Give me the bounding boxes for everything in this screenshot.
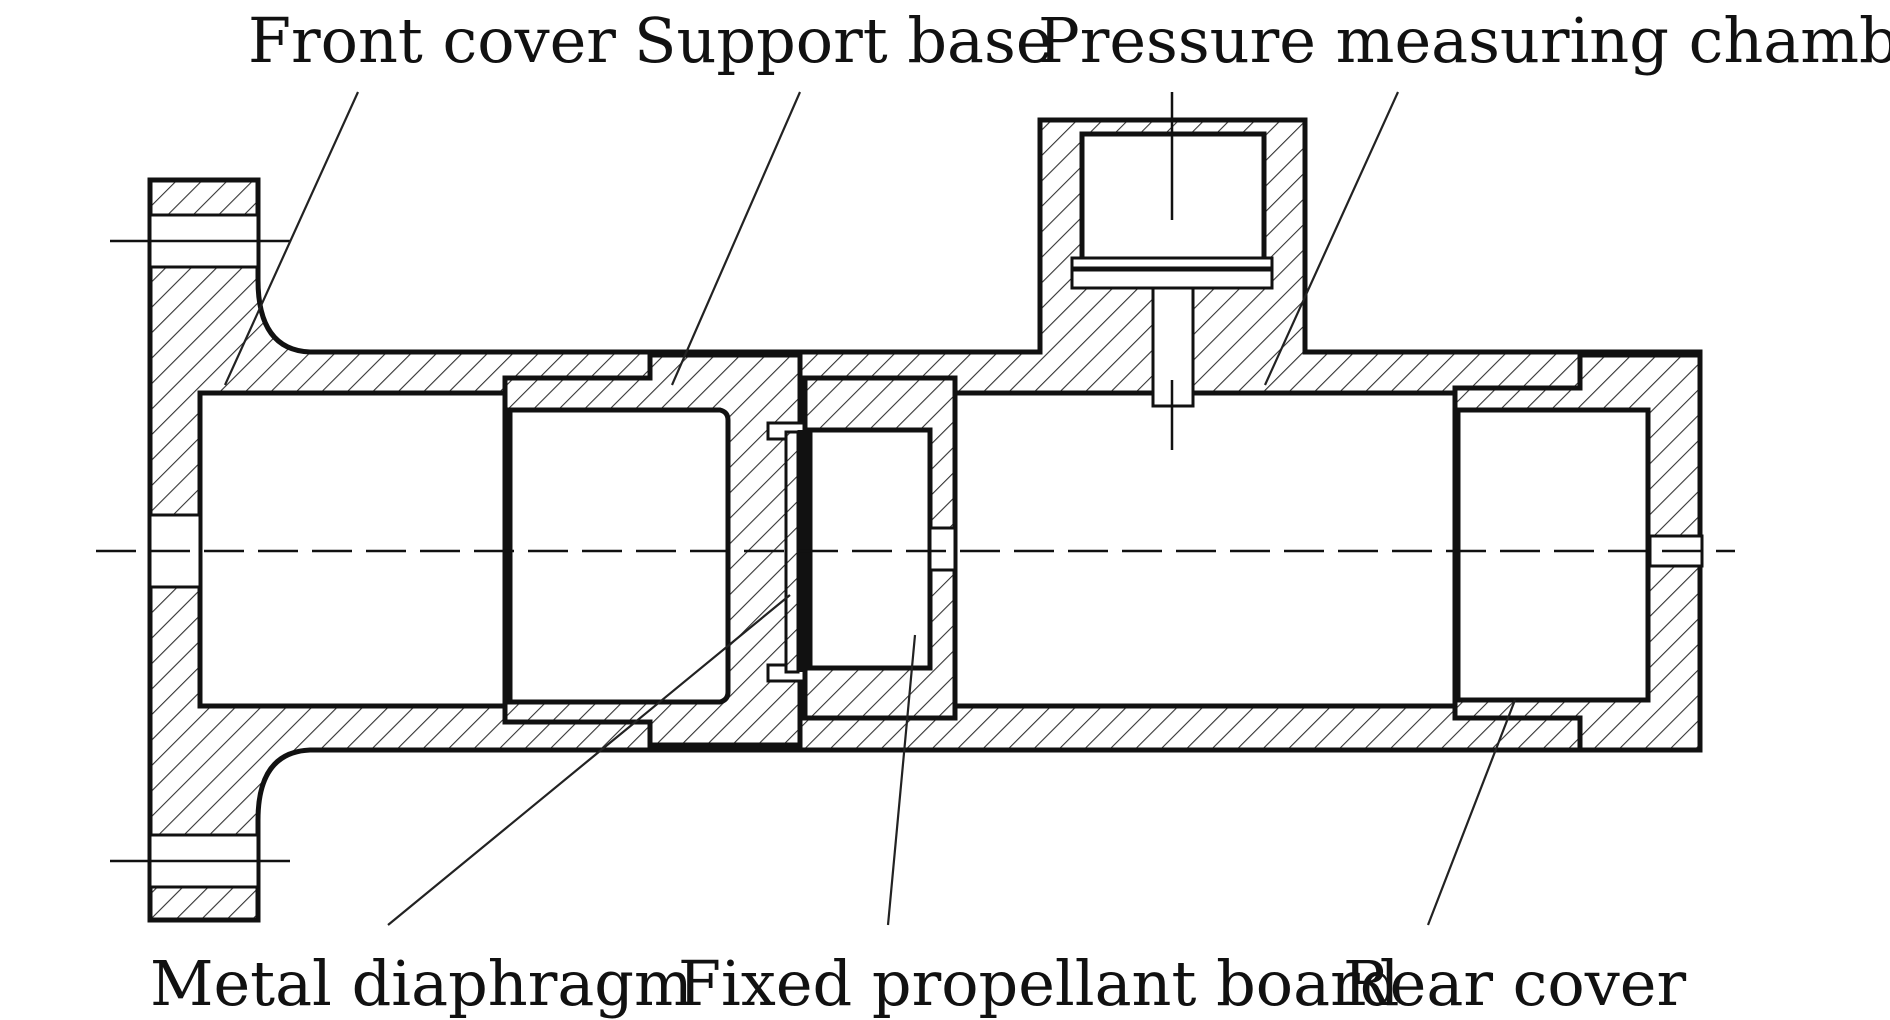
pressure-chamber-part xyxy=(1040,92,1305,450)
label-metal-diaphragm: Metal diaphragm xyxy=(150,947,693,1020)
leader-front-cover xyxy=(223,91,360,386)
leader-propellant-board xyxy=(886,634,917,926)
label-front-cover: Front cover xyxy=(248,4,616,77)
leader-support-base xyxy=(670,91,802,386)
leader-metal-diaphragm xyxy=(387,594,791,926)
label-fixed-propellant-board: Fixed propellant board xyxy=(678,947,1399,1020)
rear-cover-part xyxy=(1452,352,1704,753)
leader-rear-cover xyxy=(1426,699,1517,926)
leader-pressure-chamber xyxy=(1263,91,1400,386)
label-rear-cover: Rear cover xyxy=(1343,947,1686,1020)
label-support-base: Support base xyxy=(634,4,1053,77)
front-flange-holes xyxy=(110,213,290,889)
propellant-board-part xyxy=(766,375,958,721)
leader-lines xyxy=(223,91,1517,926)
label-pressure-chamber: Pressure measuring chamber xyxy=(1038,4,1890,77)
